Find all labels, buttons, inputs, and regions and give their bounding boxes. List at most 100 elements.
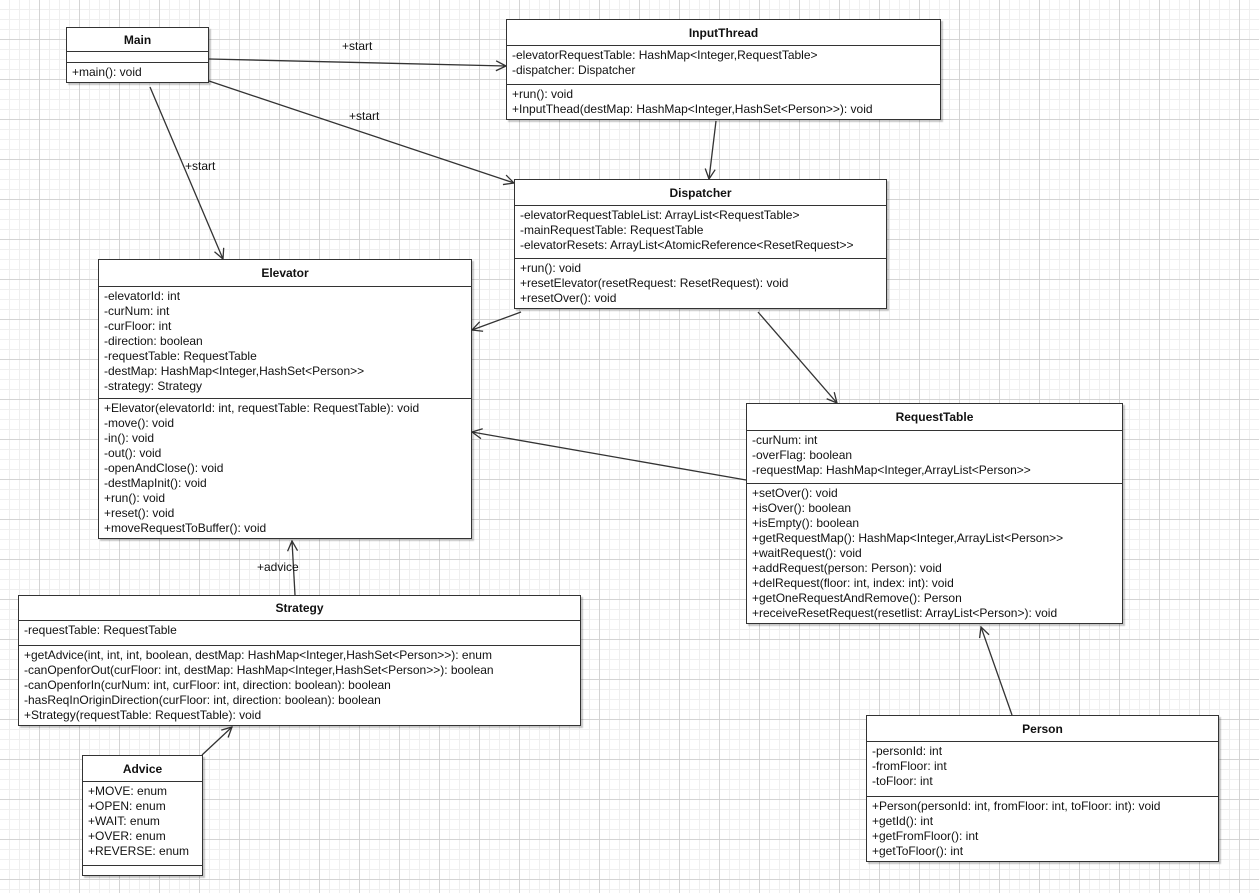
method: +getId(): int <box>872 814 934 828</box>
field: -direction: boolean <box>104 334 203 348</box>
fields-section: -curNum: int -overFlag: boolean -request… <box>747 431 1122 483</box>
method: +run(): void <box>104 491 166 505</box>
edge-label-main-elevator: +start <box>185 159 216 173</box>
edge-main-to-elevator[interactable] <box>149 86 223 259</box>
fields-section: -requestTable: RequestTable <box>19 621 580 645</box>
edge-label-main-inputthread: +start <box>342 39 373 53</box>
field: -curFloor: int <box>104 319 172 333</box>
fields-section: -elevatorRequestTable: HashMap<Integer,R… <box>507 46 940 84</box>
class-name: Main <box>67 28 208 52</box>
edge-main-to-dispatcher[interactable] <box>208 80 514 183</box>
class-name: Advice <box>83 756 202 782</box>
class-name: Strategy <box>19 596 580 621</box>
field: +MOVE: enum <box>88 784 168 798</box>
methods-section: +Elevator(elevatorId: int, requestTable:… <box>99 398 471 538</box>
class-strategy[interactable]: Strategy -requestTable: RequestTable +ge… <box>18 595 581 726</box>
field: -toFloor: int <box>872 774 933 788</box>
class-advice[interactable]: Advice +MOVE: enum +OPEN: enum +WAIT: en… <box>82 755 203 876</box>
method: +run(): void <box>512 87 574 101</box>
class-dispatcher[interactable]: Dispatcher -elevatorRequestTableList: Ar… <box>514 179 887 309</box>
edge-inputthread-to-dispatcher[interactable] <box>709 120 717 179</box>
edge-dispatcher-to-requesttable[interactable] <box>757 311 837 403</box>
field: -requestTable: RequestTable <box>24 623 177 637</box>
method: +setOver(): void <box>752 486 838 500</box>
method: -canOpenforIn(curNum: int, curFloor: int… <box>24 678 391 692</box>
methods-section: +Person(personId: int, fromFloor: int, t… <box>867 796 1218 861</box>
field: +OPEN: enum <box>88 799 166 813</box>
field: -dispatcher: Dispatcher <box>512 63 636 77</box>
edge-person-to-requesttable[interactable] <box>981 627 1013 716</box>
methods-section: +main(): void <box>67 62 208 82</box>
methods-section: +run(): void +resetElevator(resetRequest… <box>515 258 886 308</box>
method: +Elevator(elevatorId: int, requestTable:… <box>104 401 420 415</box>
field: -strategy: Strategy <box>104 379 203 393</box>
field: -requestMap: HashMap<Integer,ArrayList<P… <box>752 463 1031 477</box>
method: -canOpenforOut(curFloor: int, destMap: H… <box>24 663 494 677</box>
field: -requestTable: RequestTable <box>104 349 257 363</box>
field: -personId: int <box>872 744 943 758</box>
edge-dispatcher-to-elevator[interactable] <box>472 311 522 330</box>
field: -mainRequestTable: RequestTable <box>520 223 704 237</box>
methods-section: +getAdvice(int, int, int, boolean, destM… <box>19 645 580 725</box>
method: +delRequest(floor: int, index: int): voi… <box>752 576 954 590</box>
class-requesttable[interactable]: RequestTable -curNum: int -overFlag: boo… <box>746 403 1123 624</box>
method: -in(): void <box>104 431 155 445</box>
class-main[interactable]: Main +main(): void <box>66 27 209 83</box>
field: -elevatorRequestTableList: ArrayList<Req… <box>520 208 800 222</box>
field: -fromFloor: int <box>872 759 947 773</box>
method: +receiveResetRequest(resetlist: ArrayLis… <box>752 606 1058 620</box>
method: +getToFloor(): int <box>872 844 964 858</box>
fields-section: +MOVE: enum +OPEN: enum +WAIT: enum +OVE… <box>83 782 202 865</box>
edge-strategy-to-elevator[interactable] <box>292 541 295 596</box>
method: -move(): void <box>104 416 175 430</box>
class-name: Dispatcher <box>515 180 886 206</box>
class-name: InputThread <box>507 20 940 46</box>
method: +getOneRequestAndRemove(): Person <box>752 591 962 605</box>
methods-section: +setOver(): void +isOver(): boolean +isE… <box>747 483 1122 623</box>
field: -overFlag: boolean <box>752 448 853 462</box>
field: +OVER: enum <box>88 829 166 843</box>
field: -elevatorRequestTable: HashMap<Integer,R… <box>512 48 818 62</box>
field: -curNum: int <box>104 304 170 318</box>
method: +moveRequestToBuffer(): void <box>104 521 267 535</box>
fields-section: -elevatorRequestTableList: ArrayList<Req… <box>515 206 886 258</box>
methods-section: +run(): void +InputThead(destMap: HashMa… <box>507 84 940 119</box>
edge-label-strategy-elevator: +advice <box>257 560 299 574</box>
edge-label-main-dispatcher: +start <box>349 109 380 123</box>
field: +REVERSE: enum <box>88 844 190 858</box>
field: -curNum: int <box>752 433 818 447</box>
method: +getAdvice(int, int, int, boolean, destM… <box>24 648 492 662</box>
class-person[interactable]: Person -personId: int -fromFloor: int -t… <box>866 715 1219 862</box>
method: +isEmpty(): boolean <box>752 516 860 530</box>
method: +waitRequest(): void <box>752 546 862 560</box>
class-inputthread[interactable]: InputThread -elevatorRequestTable: HashM… <box>506 19 941 120</box>
field: -destMap: HashMap<Integer,HashSet<Person… <box>104 364 365 378</box>
method: +main(): void <box>72 65 142 79</box>
method: +resetElevator(resetRequest: ResetReques… <box>520 276 789 290</box>
method: +getRequestMap(): HashMap<Integer,ArrayL… <box>752 531 1064 545</box>
method: +run(): void <box>520 261 582 275</box>
method: +resetOver(): void <box>520 291 617 305</box>
class-name: RequestTable <box>747 404 1122 431</box>
fields-section: -elevatorId: int -curNum: int -curFloor:… <box>99 287 471 398</box>
fields-section <box>67 52 208 62</box>
method: -hasReqInOriginDirection(curFloor: int, … <box>24 693 381 707</box>
method: -out(): void <box>104 446 162 460</box>
method: +getFromFloor(): int <box>872 829 979 843</box>
field: +WAIT: enum <box>88 814 160 828</box>
edge-requesttable-to-elevator[interactable] <box>472 432 747 481</box>
edge-advice-to-strategy[interactable] <box>201 727 232 756</box>
method: +reset(): void <box>104 506 175 520</box>
class-elevator[interactable]: Elevator -elevatorId: int -curNum: int -… <box>98 259 472 539</box>
method: +InputThead(destMap: HashMap<Integer,Has… <box>512 102 873 116</box>
edge-main-to-inputthread[interactable] <box>208 58 506 66</box>
class-name: Person <box>867 716 1218 742</box>
method: +isOver(): boolean <box>752 501 852 515</box>
fields-section: -personId: int -fromFloor: int -toFloor:… <box>867 742 1218 796</box>
field: -elevatorResets: ArrayList<AtomicReferen… <box>520 238 854 252</box>
method: -destMapInit(): void <box>104 476 207 490</box>
method: -openAndClose(): void <box>104 461 224 475</box>
methods-section <box>83 865 202 875</box>
method: +Strategy(requestTable: RequestTable): v… <box>24 708 262 722</box>
